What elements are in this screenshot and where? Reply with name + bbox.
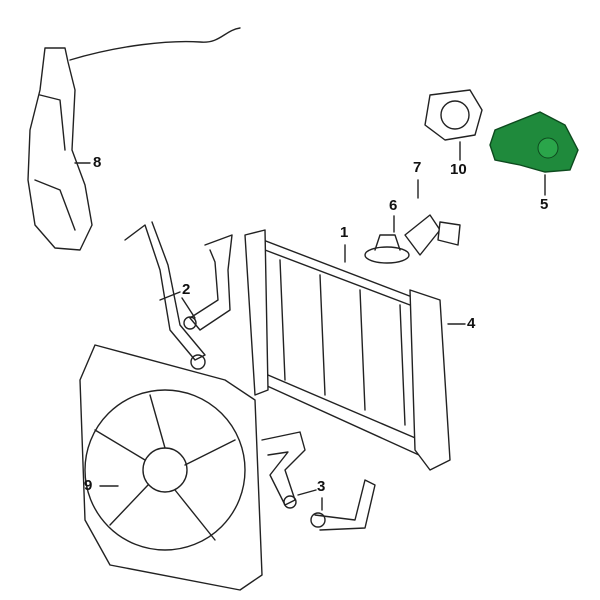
- callout-3: 3: [317, 478, 326, 495]
- callout-9: 9: [84, 477, 93, 494]
- callout-5: 5: [540, 196, 549, 213]
- water-pump-gasket[interactable]: [424, 89, 483, 141]
- callout-6: 6: [389, 197, 398, 214]
- coolant-reservoir[interactable]: [27, 27, 241, 251]
- thermostat[interactable]: [364, 234, 410, 264]
- callout-7: 7: [413, 159, 422, 176]
- callout-8: 8: [93, 154, 102, 171]
- radiator-hoses-upper[interactable]: [124, 221, 233, 370]
- callout-2: 2: [182, 281, 191, 298]
- callout-4: 4: [467, 315, 476, 332]
- thermostat-housing[interactable]: [404, 214, 461, 256]
- callout-10: 10: [450, 161, 467, 178]
- cooling-fan-shroud[interactable]: [79, 344, 263, 591]
- radiator[interactable]: [244, 229, 451, 471]
- leader-lines: [74, 141, 546, 511]
- water-pump[interactable]: [489, 111, 579, 173]
- callout-1: 1: [340, 224, 349, 241]
- radiator-hoses-lower[interactable]: [261, 431, 376, 531]
